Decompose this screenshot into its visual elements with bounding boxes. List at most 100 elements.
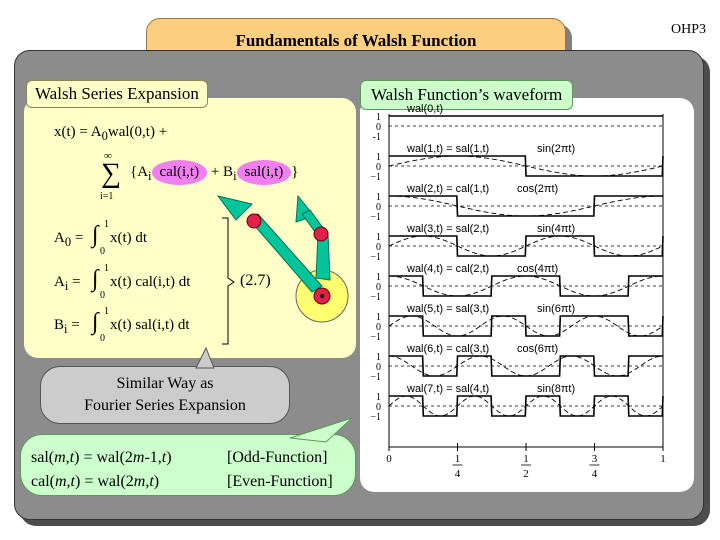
y-tick-0-row-1: 0	[376, 162, 381, 173]
eq2-plus: + B	[210, 164, 234, 180]
y-tick-minus1-row-6: −1	[370, 372, 381, 383]
walsh-waveform-row-2	[389, 195, 663, 217]
y-tick-minus1-row-4: −1	[370, 292, 381, 303]
walsh-label-row-6: wal(6,t) = cal(3,t)	[406, 343, 489, 355]
x-tick-num-2: 1	[523, 453, 529, 465]
sinusoid-label-row-4: cos(4πt)	[517, 263, 558, 275]
series-equation-line1: x(t) = A0wal(0,t) +	[54, 124, 167, 144]
cal-def-m2: m	[133, 473, 146, 490]
y-tick-0-row-2: 0	[376, 202, 381, 213]
a0-body: x(t) dt	[110, 230, 148, 246]
cal-def-t2: t	[149, 473, 154, 490]
callout-line1: Similar Way as	[116, 375, 214, 392]
bi-integral: ∫	[92, 309, 99, 335]
y-tick-1-row-5: 1	[376, 312, 381, 323]
y-tick-minus1-row-3: −1	[370, 252, 381, 263]
cal-def-comma: ,	[66, 473, 71, 490]
bi-op: =	[71, 317, 80, 333]
y-tick-1-row-6: 1	[376, 352, 381, 363]
eq2-close: }	[291, 164, 299, 180]
sal-def-prefix: sal(	[31, 449, 55, 466]
a0-lhs: A	[54, 230, 65, 246]
bi-upper: 1	[104, 306, 109, 317]
ai-op: =	[72, 274, 81, 290]
even-function-tag: [Even-Function]	[227, 473, 333, 490]
sal-def-m2: m	[132, 449, 145, 466]
cal-def-tail: ,	[145, 473, 150, 490]
walsh-label-row-4: wal(4,t) = cal(2,t)	[406, 263, 489, 275]
eq2-sub-a: i	[148, 169, 152, 183]
cal-def-prefix: cal(	[31, 473, 55, 490]
green-callout-tail	[289, 417, 353, 443]
cal-term-highlight: cal(i,t)	[151, 160, 208, 185]
walsh-label-row-2: wal(2,t) = cal(1,t)	[406, 183, 489, 195]
sinusoid-label-row-5: sin(6πt)	[537, 303, 575, 315]
walsh-waveform-row-6	[389, 355, 663, 377]
waveform-box	[360, 98, 694, 492]
sal-def-m: m	[54, 449, 66, 466]
a0-upper: 1	[104, 219, 109, 230]
equation-number: (2.7)	[240, 272, 271, 289]
y-tick-1-row-0: 1	[376, 112, 381, 123]
y-tick-1-row-2: 1	[376, 192, 381, 203]
sinusoid-row-3	[388, 235, 664, 257]
walsh-label-row-5: wal(5,t) = sal(3,t)	[406, 303, 489, 315]
y-tick-0-row-4: 0	[376, 282, 381, 293]
walsh-label-row-1: wal(1,t) = sal(1,t)	[406, 143, 489, 155]
ai-lhs: A	[54, 274, 65, 290]
pointer-pivot-sal	[313, 226, 329, 242]
sinusoid-row-2	[389, 195, 663, 217]
y-tick-1-row-1: 1	[376, 152, 381, 163]
coef-ai: Ai =	[54, 274, 81, 294]
y-tick-minus1-row-7: −1	[370, 412, 381, 423]
walsh-label-row-7: wal(7,t) = sal(4,t)	[406, 383, 489, 395]
ai-integral: ∫	[92, 266, 99, 292]
sigma-upper: ∞	[104, 150, 112, 162]
coef-a0: A0 =	[54, 230, 83, 250]
x-tick-den-3: 4	[592, 468, 598, 480]
sigma-symbol: ∑	[101, 158, 121, 189]
sinusoid-label-row-2: cos(2πt)	[517, 183, 558, 195]
sinusoid-label-row-6: cos(6πt)	[517, 343, 558, 355]
pointer-arrow-cal	[216, 195, 253, 221]
y-tick-0-row-7: 0	[376, 402, 381, 413]
y-tick-1-row-4: 1	[376, 272, 381, 283]
pointer-hub-dot	[320, 294, 324, 298]
y-tick-0-row-6: 0	[376, 362, 381, 373]
sigma-lower: i=1	[100, 191, 114, 202]
eq1-lhs: x(t) = A	[54, 124, 102, 140]
ai-lower: 0	[100, 290, 105, 301]
x-tick-num-1: 1	[455, 453, 461, 465]
sinusoid-row-4	[389, 275, 663, 297]
walsh-label-row-3: wal(3,t) = sal(2,t)	[406, 223, 489, 235]
pointer-pivot-cal	[246, 213, 262, 229]
bi-lhs: B	[54, 317, 65, 333]
cal-definition: cal(m,t) = wal(2m,t) [Even-Function]	[31, 473, 333, 491]
odd-function-tag: [Odd-Function]	[227, 449, 328, 466]
eq2-sub-b: i	[233, 169, 237, 183]
walsh-waveform-row-5	[389, 315, 664, 337]
sal-term-highlight: sal(i,t)	[236, 160, 292, 185]
sal-def-tail: -1,	[144, 449, 162, 466]
sal-def-suffix: ) = wal(2	[74, 449, 133, 466]
sinusoid-row-1	[388, 155, 664, 177]
sinusoid-label-row-7: sin(8πt)	[537, 383, 575, 395]
y-tick-minus1-row-0: -1	[373, 132, 381, 143]
sal-def-end: )	[166, 449, 172, 466]
sinusoid-row-7	[388, 395, 664, 417]
cal-def-suffix: ) = wal(2	[75, 473, 134, 490]
eq2-open: {A	[130, 164, 149, 180]
walsh-waveform-row-1	[389, 155, 664, 177]
y-tick-0-row-3: 0	[376, 242, 381, 253]
x-tick-num-3: 3	[592, 453, 598, 465]
gray-callout-tail	[195, 346, 215, 369]
series-expansion-label: Walsh Series Expansion	[26, 80, 208, 108]
x-tick-label-0: 0	[386, 453, 392, 465]
ai-sub: i	[64, 279, 69, 293]
y-tick-1-row-3: 1	[376, 232, 381, 243]
sinusoid-label-row-3: sin(4πt)	[537, 223, 575, 235]
ai-upper: 1	[104, 263, 109, 274]
y-tick-0-row-5: 0	[376, 322, 381, 333]
y-tick-minus1-row-5: −1	[370, 332, 381, 343]
